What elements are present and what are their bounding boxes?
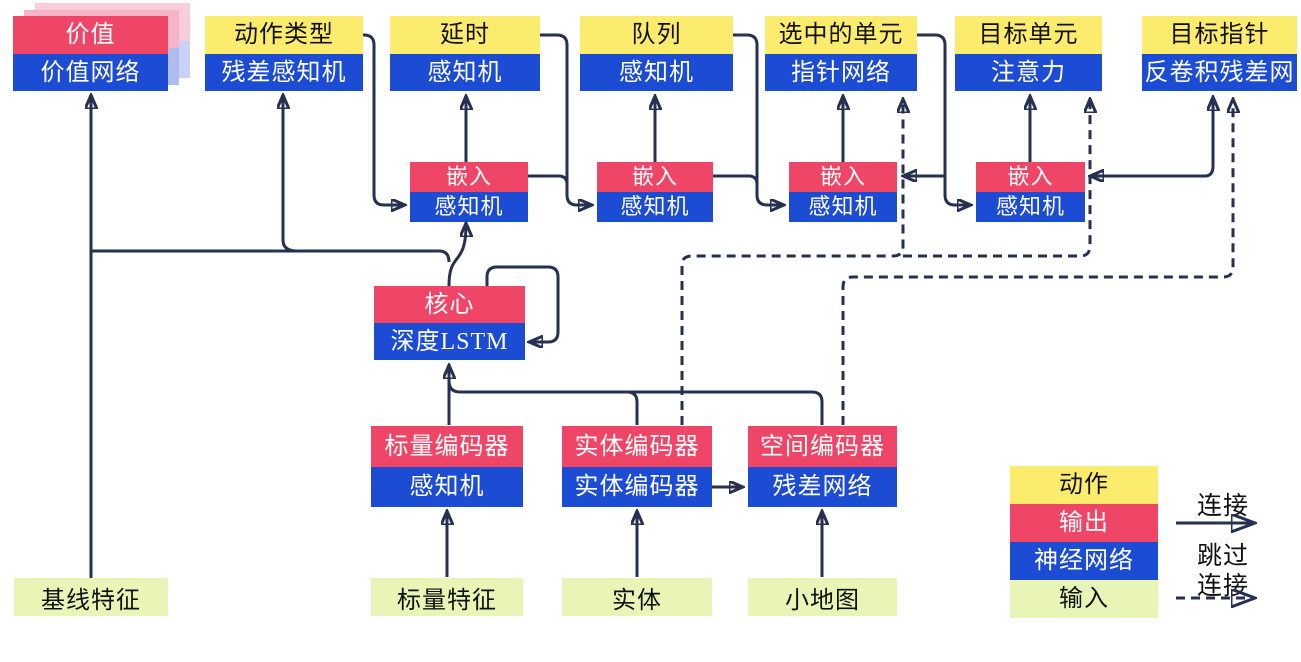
node-embed-3: 嵌入 感知机 [789, 162, 897, 222]
node-delay-network: 感知机 [390, 54, 540, 91]
node-scalar-encoder-network: 感知机 [371, 467, 523, 507]
legend-neural-network: 神经网络 [1010, 542, 1158, 580]
node-embed-1: 嵌入 感知机 [410, 162, 528, 222]
node-action-type-action: 动作类型 [205, 16, 363, 54]
node-embed-1-output: 嵌入 [410, 162, 528, 192]
node-core-output: 核心 [374, 286, 525, 323]
edge-entity-encoder-to-core-rail [626, 390, 639, 425]
node-embed-4-network: 感知机 [976, 192, 1085, 222]
node-action-type: 动作类型 残差感知机 [205, 16, 363, 91]
edge-core-to-embed-1 [447, 224, 466, 287]
skip-entity-to-pointer-network [680, 100, 903, 425]
edge-rail-to-action-type [283, 96, 298, 253]
node-scalar-encoder: 标量编码器 感知机 [371, 426, 523, 507]
node-queue-network: 感知机 [580, 54, 733, 91]
node-queue: 队列 感知机 [580, 16, 733, 91]
node-delay-action: 延时 [390, 16, 540, 54]
node-target-unit-network: 注意力 [955, 54, 1102, 91]
node-target-unit-action: 目标单元 [955, 16, 1102, 54]
node-entity-encoder-network: 实体编码器 [562, 467, 712, 507]
node-core: 核心 深度LSTM [374, 286, 525, 360]
node-embed-2-network: 感知机 [597, 192, 713, 222]
node-value-network: 价值网络 [13, 54, 168, 91]
legend-action: 动作 [1010, 466, 1158, 504]
node-embed-4: 嵌入 感知机 [976, 162, 1085, 222]
node-entities: 实体 [562, 578, 712, 616]
node-baseline-features: 基线特征 [14, 578, 168, 616]
node-action-type-network: 残差感知机 [205, 54, 363, 91]
node-embed-4-output: 嵌入 [976, 162, 1085, 192]
edge-embed-1-to-embed-2 [528, 174, 569, 185]
skip-spatial-to-target-point [841, 100, 1233, 425]
legend-connection-label: 连接 [1196, 493, 1249, 520]
node-embed-1-network: 感知机 [410, 192, 528, 222]
node-selected-units: 选中的单元 指针网络 [765, 16, 917, 91]
node-target-point-network: 反卷积残差网 [1142, 54, 1297, 91]
node-minimap: 小地图 [748, 578, 897, 616]
node-embed-3-output: 嵌入 [789, 162, 897, 192]
legend-color-key: 动作 输出 神经网络 输入 [1010, 466, 1158, 618]
edge-embed-4-target-point-link [1091, 98, 1213, 176]
edge-core-output-rail [91, 249, 451, 263]
node-spatial-encoder-output: 空间编码器 [748, 426, 897, 467]
node-selected-units-action: 选中的单元 [765, 16, 917, 54]
edge-spatial-encoder-to-core-rail [447, 380, 824, 425]
node-delay: 延时 感知机 [390, 16, 540, 91]
node-entity-encoder-output: 实体编码器 [562, 426, 712, 467]
node-spatial-encoder: 空间编码器 残差网络 [748, 426, 897, 507]
edge-embed-2-to-embed-3 [713, 174, 759, 185]
node-target-point: 目标指针 反卷积残差网 [1142, 16, 1297, 91]
legend-output: 输出 [1010, 504, 1158, 542]
node-embed-2-output: 嵌入 [597, 162, 713, 192]
node-selected-units-network: 指针网络 [765, 54, 917, 91]
node-entity-encoder: 实体编码器 实体编码器 [562, 426, 712, 507]
node-scalar-features: 标量特征 [371, 578, 523, 616]
legend-input: 输入 [1010, 580, 1158, 618]
node-target-unit: 目标单元 注意力 [955, 16, 1102, 91]
node-embed-2: 嵌入 感知机 [597, 162, 713, 222]
node-queue-action: 队列 [580, 16, 733, 54]
legend-skip-label-2: 连接 [1196, 573, 1249, 600]
node-value-output: 价值 [13, 16, 168, 54]
node-target-point-action: 目标指针 [1142, 16, 1297, 54]
node-core-network: 深度LSTM [374, 323, 525, 360]
node-embed-3-network: 感知机 [789, 192, 897, 222]
legend-skip-label-1: 跳过 [1196, 543, 1249, 570]
node-spatial-encoder-network: 残差网络 [748, 467, 897, 507]
node-scalar-encoder-output: 标量编码器 [371, 426, 523, 467]
node-value: 价值 价值网络 [13, 16, 168, 91]
